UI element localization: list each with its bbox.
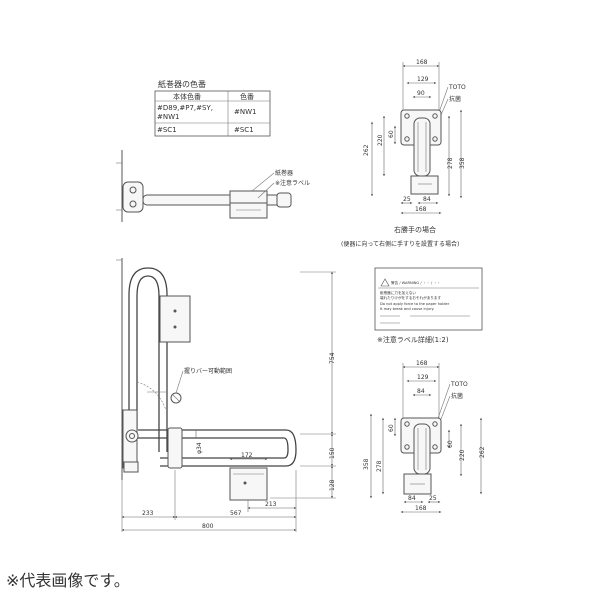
lh-dim-60-left: 60 (388, 424, 395, 432)
front-elevation-view: 握りバー可動範囲 φ34 172 754 150 128 213 (116, 258, 336, 532)
front-dim-172: 172 (241, 452, 253, 459)
right-hand-elevation-view: 168 129 90 TOTO 抗菌 262 220 60 278 (341, 59, 466, 248)
rh-dim-60: 60 (388, 130, 395, 138)
rh-dim-358: 358 (459, 157, 466, 169)
lh-dim-278: 278 (376, 460, 383, 472)
color-table-row2-body: #SC1 (157, 126, 177, 134)
left-hand-elevation-view: 168 129 84 TOTO 抗菌 60 278 358 60 (363, 360, 486, 514)
lh-dim-220: 220 (459, 449, 466, 461)
rh-dim-220: 220 (377, 134, 384, 146)
paper-holder-color-table: 紙巻器の色番 本体色番 色番 #D89,#P7,#SY, #NW1 #NW1 #… (154, 79, 271, 137)
plan-label-paper-holder: 紙巻器 (275, 169, 293, 177)
color-table-title: 紙巻器の色番 (158, 79, 206, 89)
front-dim-567: 567 (230, 510, 242, 517)
color-table-row1-body-line1: #D89,#P7,#SY, (157, 104, 213, 112)
rh-dim-90: 90 (417, 90, 425, 97)
front-dim-150: 150 (329, 447, 336, 459)
rh-dim-25: 25 (403, 196, 411, 203)
rh-dim-168-top: 168 (416, 59, 428, 66)
plan-label-caution: ※注意ラベル (275, 179, 310, 187)
rh-label-toto: TOTO (448, 84, 466, 91)
lh-dim-60-right: 60 (447, 440, 454, 448)
color-table-header-color: 色番 (240, 92, 254, 101)
warning-label-line1: 紙巻器に力を加えない (380, 290, 416, 295)
lh-label-toto: TOTO (450, 381, 468, 388)
warning-label-detail: 警告 / WARNING / ・・ / ・・ 紙巻器に力を加えない 壊れたりけが… (374, 267, 483, 344)
rh-subcaption: (便器に向って右側に手すりを設置する場合) (341, 240, 459, 248)
color-table-row1-color: #NW1 (234, 108, 256, 116)
lh-dim-129: 129 (417, 374, 429, 381)
rh-dim-278: 278 (447, 157, 454, 169)
lh-dim-168-top: 168 (416, 360, 428, 367)
color-table-row1-body-line2: #NW1 (157, 113, 179, 121)
lh-dim-358: 358 (363, 458, 370, 470)
representative-image-note: ※代表画像です。 (6, 571, 130, 590)
front-dim-754: 754 (329, 352, 336, 364)
warning-label-line3: Do not apply force to the paper holder (380, 302, 450, 306)
front-dim-213: 213 (265, 501, 277, 508)
rh-dim-262: 262 (363, 144, 370, 156)
color-table-row2-color: #SC1 (234, 126, 254, 134)
lh-dim-262: 262 (479, 446, 486, 458)
rh-caption: 右勝手の場合 (394, 225, 436, 234)
front-dim-800: 800 (202, 523, 214, 530)
plan-view: 紙巻器 ※注意ラベル (116, 150, 310, 222)
front-dim-34: φ34 (196, 442, 203, 454)
front-dim-233: 233 (142, 510, 154, 517)
warning-label-header: 警告 / WARNING / ・・ / ・・ (391, 280, 441, 285)
lh-dim-25: 25 (429, 495, 437, 502)
front-dim-128: 128 (329, 479, 336, 491)
lh-dim-84-bottom: 84 (408, 495, 416, 502)
lh-dim-168-bottom: 168 (415, 505, 427, 512)
rh-label-kakusen: 抗菌 (449, 95, 461, 103)
lh-dim-84: 84 (417, 388, 425, 395)
warning-label-line4: It may break and cause injury. (380, 307, 435, 311)
rh-dim-129: 129 (417, 76, 429, 83)
color-table-header-body: 本体色番 (173, 92, 201, 101)
lh-label-kakusen: 抗菌 (451, 392, 463, 400)
warning-label-line2: 壊れたりけがをするおそれがあります (380, 295, 441, 300)
rh-dim-84: 84 (423, 196, 431, 203)
front-label-lever-range: 握りバー可動範囲 (184, 367, 232, 375)
rh-dim-168-bottom: 168 (415, 206, 427, 213)
warning-label-caption: ※注意ラベル詳細(1:2) (377, 335, 449, 344)
